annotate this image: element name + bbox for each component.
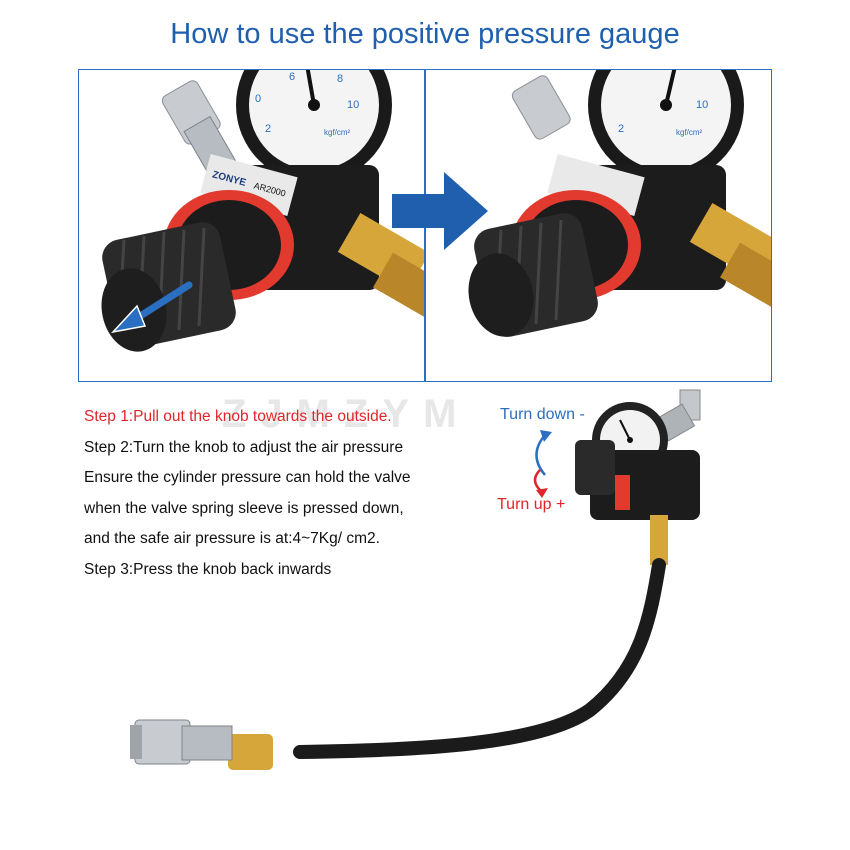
step1-photo-panel: 0 2 6 8 10 kgf/cm² ZONYE AR2000 [78, 69, 425, 382]
svg-text:6: 6 [289, 71, 295, 83]
svg-text:kgf/cm²: kgf/cm² [676, 128, 703, 137]
svg-text:10: 10 [347, 99, 359, 111]
turn-up-label: Turn up + [497, 496, 566, 513]
step3-photo-panel: 2 10 kgf/cm² [425, 69, 772, 382]
arrow-right-icon [392, 172, 488, 250]
watermark: ZJMZYM [222, 392, 471, 436]
instruction-steps: Step 1:Pull out the knob towards the out… [84, 402, 504, 585]
step-3-text: Step 3:Press the knob back inwards [84, 560, 332, 578]
turn-down-label: Turn down - [500, 406, 585, 423]
pull-arrow-icon [110, 281, 193, 334]
svg-text:2: 2 [618, 123, 624, 135]
step-1-text: Step 1:Pull out the knob towards the out… [84, 408, 392, 425]
gauge-hose-illustration [130, 389, 701, 770]
step-2-detail-line-3: and the safe air pressure is at:4~7Kg/ c… [84, 530, 380, 547]
regulator-knob-out-illustration: 0 2 6 8 10 kgf/cm² ZONYE AR2000 [79, 70, 424, 381]
step-2-detail-line-2: when the valve spring sleeve is pressed … [84, 499, 404, 517]
step-2-text: Step 2:Turn the knob to adjust the air p… [84, 438, 404, 456]
svg-text:2: 2 [265, 123, 271, 135]
rotate-arrows-icon [533, 430, 552, 498]
regulator-knob-in-illustration: 2 10 kgf/cm² [426, 70, 771, 381]
svg-text:10: 10 [696, 99, 708, 111]
gauge-scale-label: 0 [255, 93, 261, 105]
svg-text:8: 8 [337, 73, 343, 85]
page-title: How to use the positive pressure gauge [170, 18, 680, 50]
svg-text:kgf/cm²: kgf/cm² [324, 128, 351, 137]
step-2-detail-line-1: Ensure the cylinder pressure can hold th… [84, 469, 411, 486]
